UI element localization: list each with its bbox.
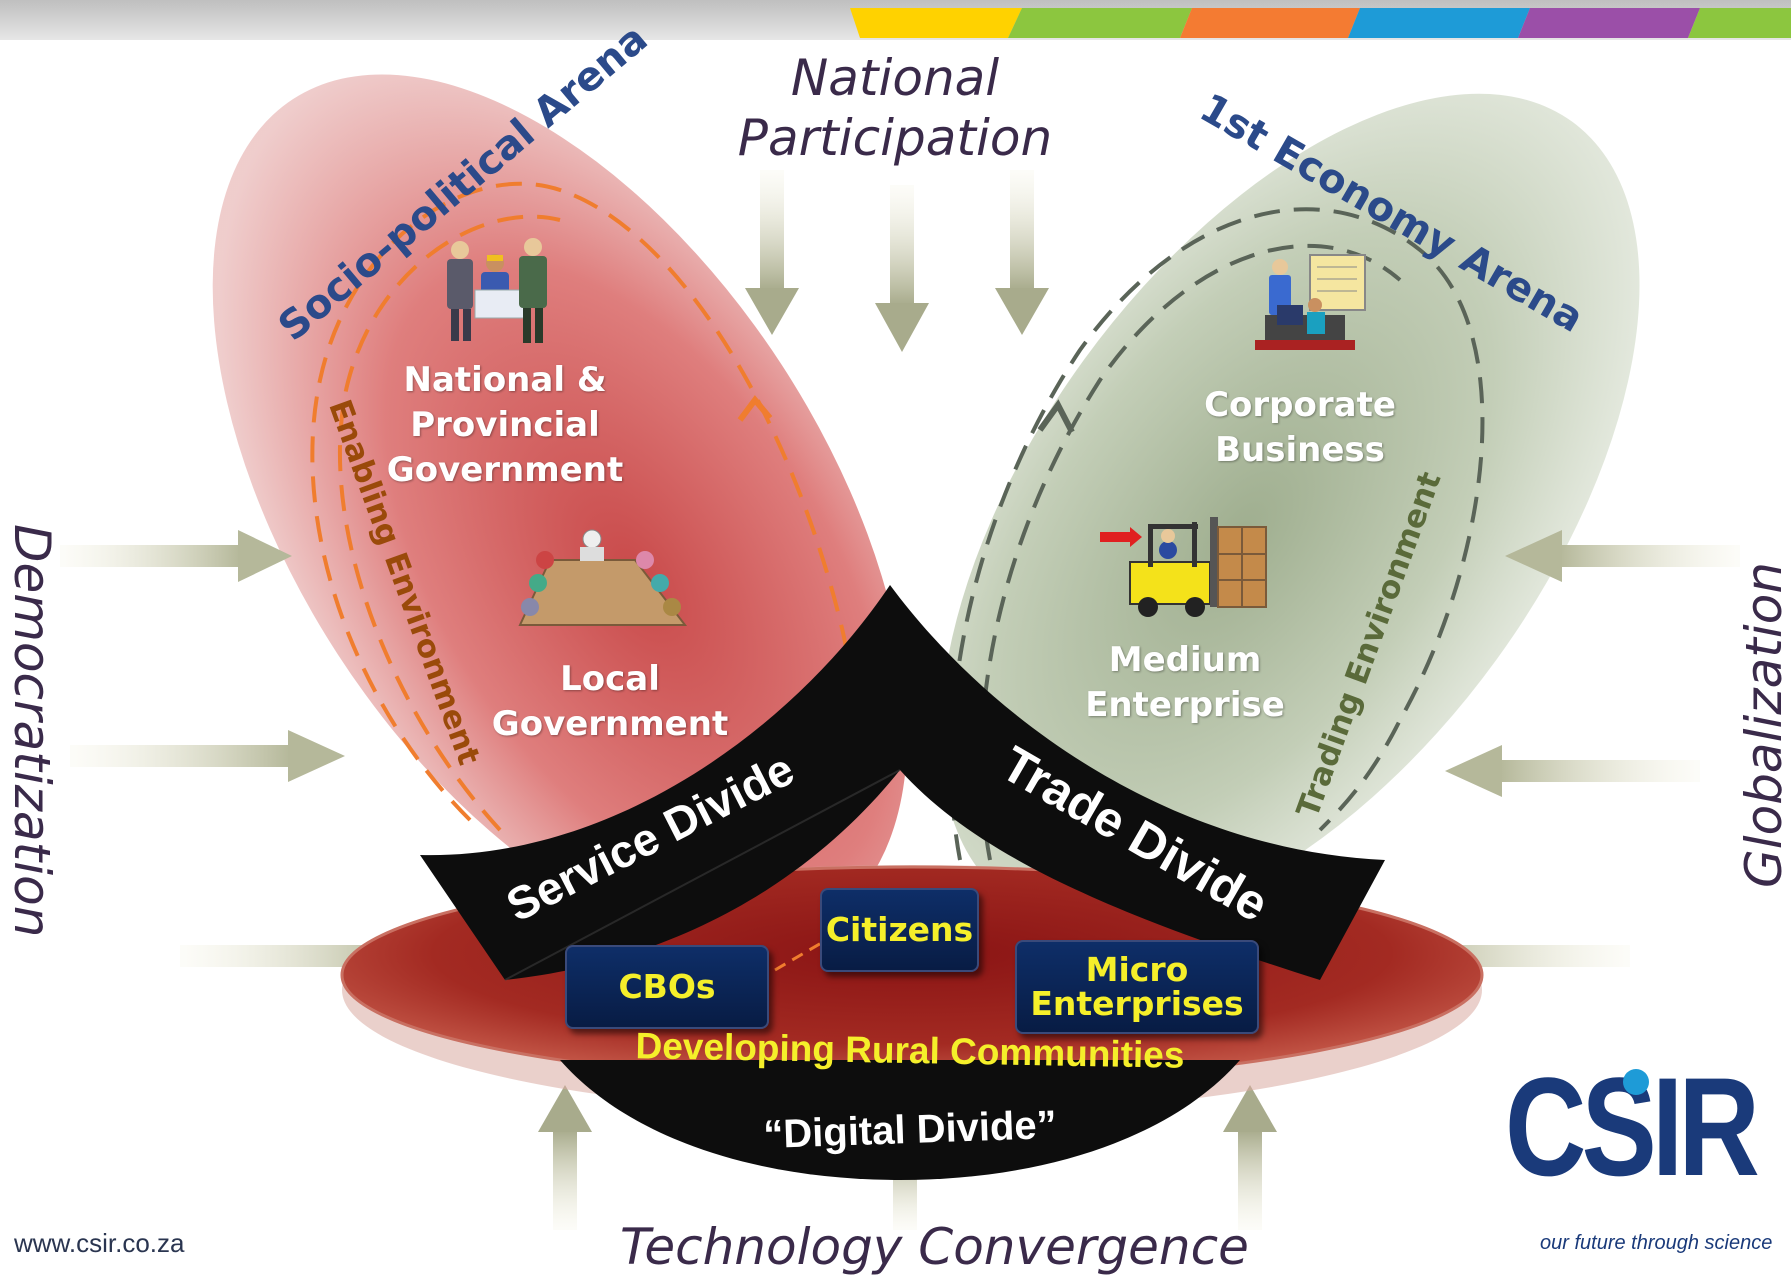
- top-arrow-3: [995, 170, 1049, 335]
- trading-environment-loop-inner: [979, 243, 1402, 861]
- digital-divide-band: [560, 1060, 1240, 1180]
- left-arrow-1: [60, 530, 292, 582]
- forklift-icon: [1100, 517, 1267, 617]
- website-url: www.csir.co.za: [14, 1228, 185, 1258]
- enabling-direction-chevron: [737, 395, 773, 422]
- stripe-orange: [1180, 8, 1360, 38]
- socio-political-arena-shape: [212, 74, 908, 946]
- national-provincial-government-label: National & Provincial Government: [380, 358, 630, 493]
- medium-enterprise-label: Medium Enterprise: [1070, 638, 1300, 728]
- people-meeting-icon: [447, 238, 547, 343]
- local-government-label: Local Government: [490, 657, 730, 747]
- top-arrow-2: [875, 185, 929, 352]
- right-arrow-2: [1445, 745, 1700, 797]
- national-participation-line-1: National: [790, 49, 1000, 107]
- enabling-environment-loop-inner: [337, 214, 561, 832]
- democratization-label: Democratization: [3, 524, 61, 938]
- header-stripe: [0, 0, 1791, 40]
- citizens-label: Citizens: [825, 910, 974, 949]
- medium-enterprise-line-1: Medium: [1108, 640, 1262, 680]
- enabling-environment-loop: [310, 181, 857, 822]
- left-arrow-2: [70, 730, 345, 782]
- national-provincial-line-2: Provincial: [410, 405, 600, 445]
- cbos-label: CBOs: [618, 967, 716, 1006]
- right-arrow-1: [1505, 530, 1740, 582]
- bottom-arrow-1: [538, 1085, 592, 1230]
- local-government-line-1: Local: [560, 659, 660, 699]
- stripe-yellow: [850, 8, 1022, 38]
- national-provincial-line-3: Government: [386, 450, 624, 490]
- stripe-green: [1008, 8, 1192, 38]
- technology-convergence-label: Technology Convergence: [620, 1218, 1249, 1276]
- csir-logo-dot: [1623, 1069, 1649, 1095]
- csir-logo: CSIR: [1505, 1048, 1764, 1205]
- national-participation-line-2: Participation: [737, 109, 1053, 167]
- micro-enterprises-label: Micro Enterprises: [1030, 950, 1244, 1023]
- national-provincial-line-1: National &: [403, 360, 607, 400]
- corporate-business-line-1: Corporate: [1204, 385, 1396, 425]
- national-participation-label: National Participation: [720, 48, 1070, 168]
- csir-tagline: our future through science: [1540, 1232, 1773, 1254]
- corporate-business-line-2: Business: [1215, 430, 1385, 470]
- local-government-line-2: Government: [491, 704, 729, 744]
- medium-enterprise-line-2: Enterprise: [1085, 685, 1285, 725]
- stripe-green-2: [1688, 8, 1791, 38]
- bottom-arrow-3: [1223, 1085, 1277, 1230]
- top-arrow-1: [745, 170, 799, 335]
- stripe-blue: [1348, 8, 1530, 38]
- office-presentation-icon: [1255, 254, 1366, 350]
- micro-enterprises-box: Micro Enterprises: [1015, 940, 1259, 1034]
- trading-direction-chevron: [1037, 399, 1075, 434]
- citizens-box: Citizens: [820, 888, 979, 972]
- globalization-label: Globalization: [1735, 561, 1791, 889]
- divide-v-band: [420, 585, 1385, 980]
- cbo-citizen-connector: [774, 933, 836, 972]
- cbos-box: CBOs: [565, 945, 769, 1029]
- conference-table-icon: [518, 529, 688, 626]
- top-arrows: [745, 170, 1049, 352]
- corporate-business-label: Corporate Business: [1180, 383, 1420, 473]
- stripe-purple: [1518, 8, 1700, 38]
- economy-arena-shape: [940, 93, 1640, 927]
